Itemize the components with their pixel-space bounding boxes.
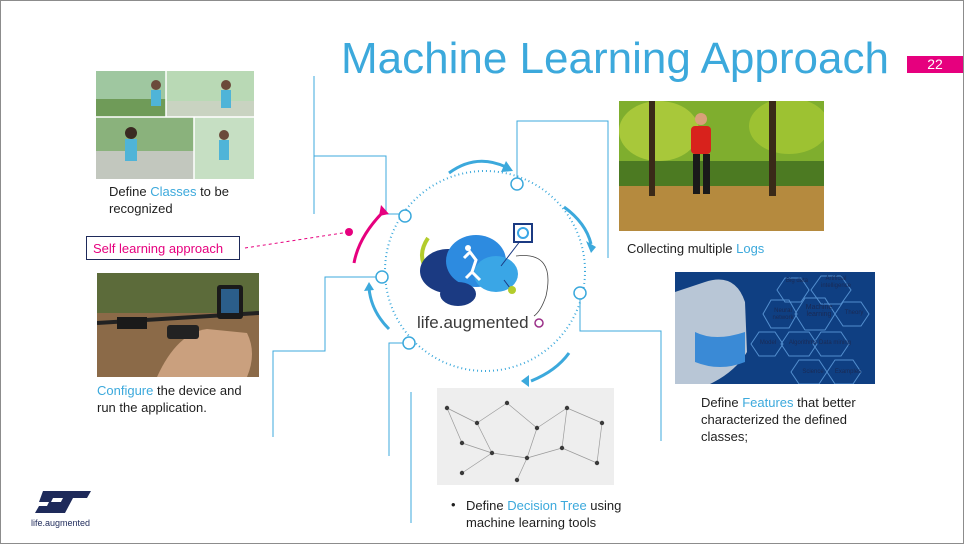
caption-highlight: Configure [97, 383, 154, 398]
caption-highlight: Classes [150, 184, 197, 199]
caption-text: to be [196, 184, 229, 199]
caption-text: run the application. [97, 400, 207, 415]
brain-word: Science [802, 369, 824, 375]
stretching-photo-graphic [96, 71, 254, 179]
runner-photo-graphic [619, 101, 824, 231]
runner-photo [619, 101, 824, 231]
step-tree-text: Define Decision Tree using machine learn… [466, 497, 621, 531]
step-classes-caption: Define Classes to be recognized [109, 183, 229, 217]
brain-word: Neural network [772, 308, 794, 321]
caption-text: Define [109, 184, 151, 199]
step-logs-caption: Collecting multiple Logs [627, 240, 764, 257]
brain-word: Artificial intelligence [820, 276, 852, 289]
slide-title: Machine Learning Approach [341, 34, 889, 83]
caption-text: characterized the defined [701, 412, 847, 427]
brain-word: Data mining [819, 340, 852, 346]
brain-word: Big data [785, 278, 809, 284]
step-configure-caption: Configure the device and run the applica… [97, 382, 242, 416]
bullet-dot: • [451, 497, 456, 512]
caption-text: using [586, 498, 622, 513]
caption-highlight: Features [742, 395, 794, 410]
decision-tree-photo [437, 388, 614, 485]
device-photo [97, 273, 259, 377]
page-number: 22 [907, 56, 963, 73]
st-logo-icon [35, 491, 91, 513]
brain-word: Theory [844, 310, 864, 316]
network-graphic [437, 388, 614, 485]
brain-word: Examples [834, 369, 862, 375]
brain-word: Machine learning [805, 304, 833, 318]
caption-text: that better [793, 395, 856, 410]
caption-text: classes; [701, 429, 748, 444]
caption-highlight: Logs [736, 241, 765, 256]
step-features-caption: Define Features that better characterize… [701, 394, 856, 445]
brain-word: Algorithms [788, 340, 818, 346]
footer-logo-text: life.augmented [31, 518, 91, 528]
center-logo-graphic [420, 223, 549, 317]
features-photo-graphic [675, 272, 875, 384]
caption-text: Define [466, 498, 508, 513]
caption-highlight: Decision Tree [507, 498, 587, 513]
caption-text: machine learning tools [466, 515, 597, 530]
stretching-photo [96, 71, 254, 179]
self-learning-label: Self learning approach [86, 236, 240, 260]
caption-text: the device and [153, 383, 242, 398]
features-photo: Big data Artificial intelligence Neural … [675, 272, 875, 384]
brain-word: Model [759, 340, 777, 346]
caption-text: recognized [109, 201, 173, 216]
caption-text: Collecting multiple [627, 241, 737, 256]
center-logo-text: life.augmented [417, 313, 529, 332]
device-photo-graphic [97, 273, 259, 377]
caption-text: Define [701, 395, 743, 410]
center-logo-ring-icon [534, 318, 544, 328]
